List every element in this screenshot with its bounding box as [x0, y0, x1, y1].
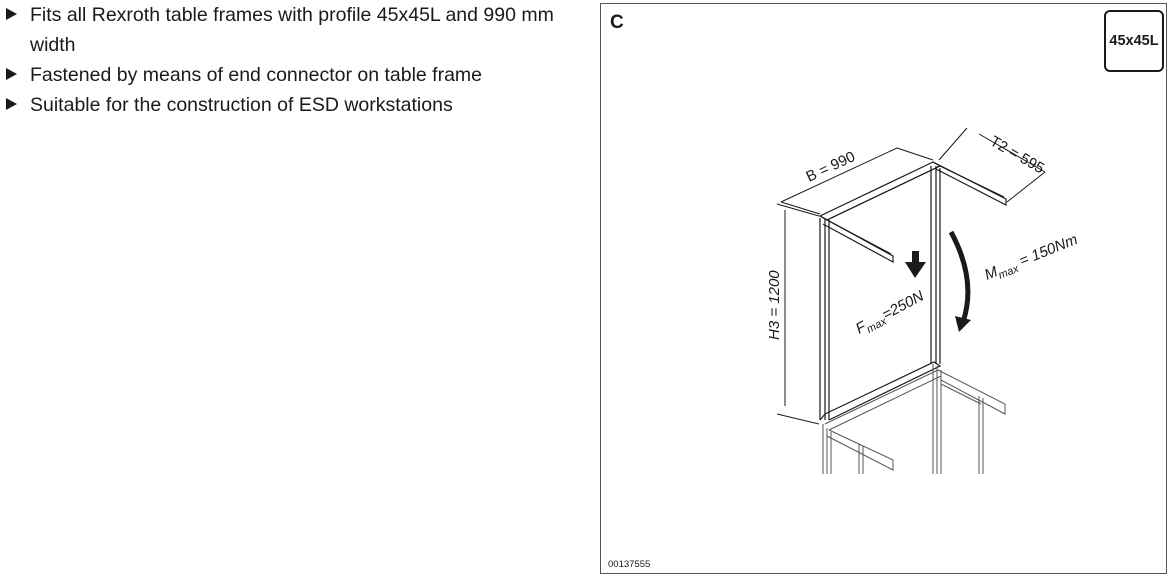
depth-dimension-label: T2 = 595 — [987, 133, 1047, 178]
dimension-lines — [776, 127, 1046, 425]
profile-badge: 45x45L — [1104, 10, 1164, 72]
moment-arrow-icon — [948, 230, 971, 332]
table-frame — [822, 364, 1006, 474]
height-dimension-label: H3 = 1200 — [766, 270, 783, 340]
width-dimension-label: B = 990 — [804, 148, 858, 185]
technical-figure: C 45x45L — [600, 3, 1167, 574]
feature-item: Fastened by means of end connector on ta… — [6, 60, 566, 90]
figure-letter: C — [610, 12, 624, 33]
feature-item: Suitable for the construction of ESD wor… — [6, 90, 566, 120]
max-force-label: Fmax=250N — [853, 287, 928, 340]
feature-list: Fits all Rexroth table frames with profi… — [6, 0, 566, 120]
figure-code: 00137555 — [608, 559, 651, 570]
upright-frame — [818, 161, 1007, 421]
max-moment-label: Mmax = 150Nm — [982, 231, 1081, 287]
bullet-triangle-icon — [6, 8, 17, 20]
frame-drawing: B = 990 T2 = 595 H3 = 1200 Fmax=250N Mma… — [766, 127, 1081, 474]
bullet-triangle-icon — [6, 68, 17, 80]
bullet-triangle-icon — [6, 98, 17, 110]
force-arrow-icon — [905, 251, 926, 278]
feature-item: Fits all Rexroth table frames with profi… — [6, 0, 566, 60]
